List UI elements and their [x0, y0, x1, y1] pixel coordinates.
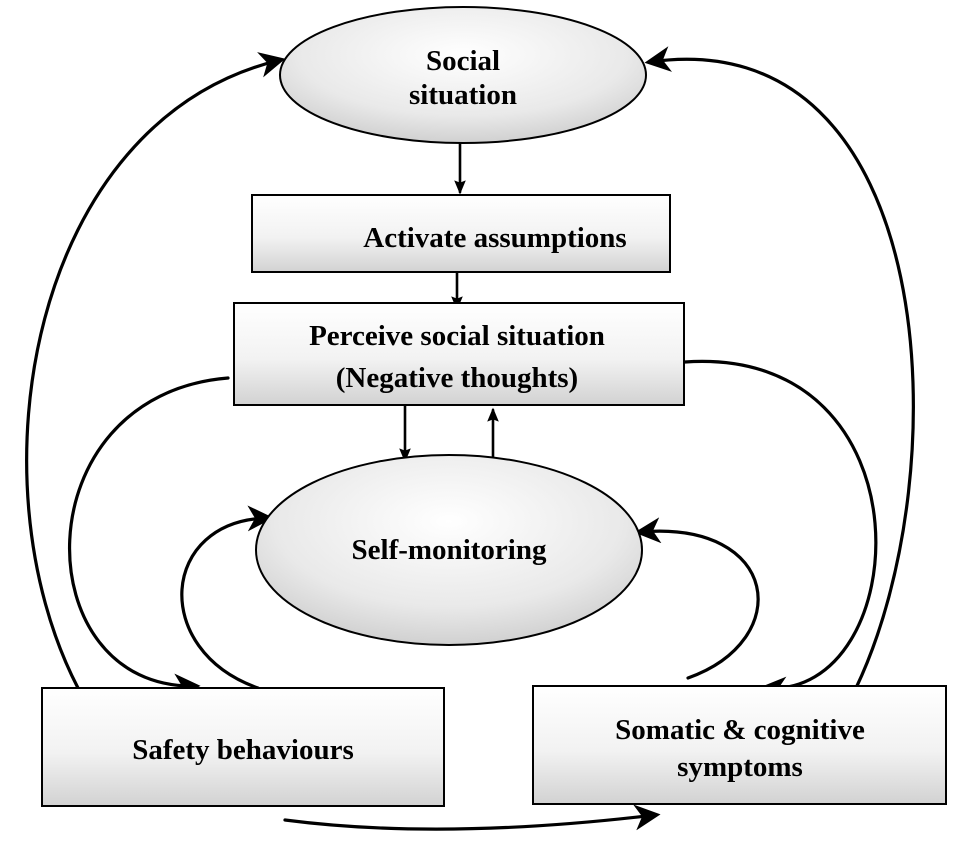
arrow-safety-to-selfmonitoring [180, 505, 274, 690]
node-safety-behaviours: Safety behaviours [41, 687, 445, 807]
somatic-cognitive-box [532, 685, 947, 805]
perceive-social-situation-label-line1: Perceive social situation [309, 320, 605, 352]
self-monitoring-ellipse [255, 454, 643, 646]
social-situation-ellipse [279, 6, 647, 144]
node-activate-assumptions: Activate assumptions [251, 194, 671, 273]
arrow-perceive-to-safety [68, 376, 230, 700]
node-social-situation: Social situation [279, 6, 647, 144]
arrow-somatic-to-selfmonitoring [634, 517, 760, 680]
perceive-social-situation-label-line2: (Negative thoughts) [336, 362, 578, 394]
arrow-safety-to-social [25, 52, 286, 690]
activate-assumptions-box [251, 194, 671, 273]
perceive-social-situation-box [233, 302, 685, 406]
node-somatic-cognitive-symptoms: Somatic & cognitive symptoms [532, 685, 947, 805]
safety-behaviours-box [41, 687, 445, 807]
social-situation-label-line2: situation [409, 79, 517, 111]
arrow-somatic-to-social [644, 46, 915, 690]
somatic-cognitive-label-line1: Somatic & cognitive [615, 714, 865, 746]
somatic-cognitive-label-line2: symptoms [677, 751, 803, 783]
self-monitoring-label: Self-monitoring [352, 534, 547, 566]
arrow-safety-to-somatic [283, 804, 661, 831]
node-self-monitoring: Self-monitoring [255, 454, 643, 646]
connectors [25, 46, 915, 831]
social-situation-label-line1: Social [426, 45, 500, 77]
node-perceive-social-situation: Perceive social situation (Negative thou… [233, 302, 685, 406]
safety-behaviours-label: Safety behaviours [132, 734, 354, 766]
activate-assumptions-label: Activate assumptions [363, 222, 626, 254]
arrow-perceive-to-somatic [683, 359, 878, 703]
